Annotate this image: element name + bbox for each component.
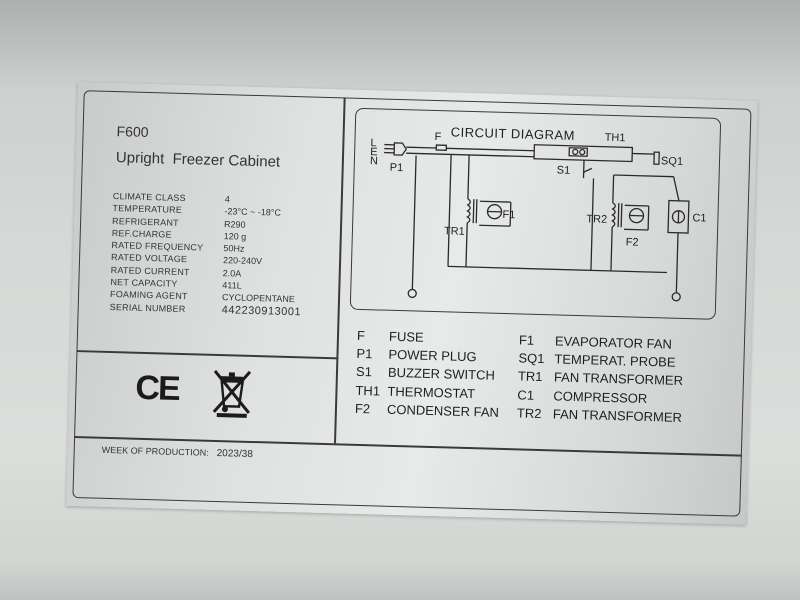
cabinet-surface <box>0 0 800 90</box>
legend-code: TR2 <box>516 405 542 422</box>
legend-name: BUZZER SWITCH <box>387 365 496 384</box>
legend-name: FUSE <box>388 328 424 345</box>
legend-code: C1 <box>517 387 535 403</box>
label-SQ1: SQ1 <box>661 155 683 168</box>
thermostat-symbol <box>533 144 634 163</box>
label-S1: S1 <box>557 164 571 176</box>
label-L: L <box>370 137 376 149</box>
label-F2: F2 <box>626 236 639 248</box>
spec-value: R290 <box>223 218 246 230</box>
weee-bin-icon <box>212 369 252 418</box>
label-P1: P1 <box>390 162 404 174</box>
fuse-symbol <box>435 144 448 151</box>
ground-terminal <box>407 288 417 299</box>
label-TR1: TR1 <box>444 225 465 238</box>
legend-name: CONDENSER FAN <box>386 402 500 421</box>
fan-transformer-1-symbol <box>466 198 471 224</box>
legend-name: COMPRESSOR <box>553 388 648 406</box>
legend-name: TEMPERAT. PROBE <box>554 351 676 370</box>
legend-code: F1 <box>518 332 535 348</box>
temperature-probe-symbol <box>653 151 660 165</box>
spec-value: 220-240V <box>222 255 263 267</box>
buzzer-switch-symbol <box>583 160 593 174</box>
legend-code: P1 <box>356 345 373 362</box>
ground-terminal <box>671 292 681 302</box>
cabinet-edge <box>0 560 800 600</box>
legend-code: TR1 <box>517 368 543 385</box>
production-label: WEEK OF PRODUCTION: <box>101 444 209 458</box>
spec-value: 2.0A <box>222 267 242 279</box>
legend-name: POWER PLUG <box>388 346 477 365</box>
power-plug-symbol <box>393 142 408 156</box>
spec-value: 120 g <box>223 231 247 242</box>
legend-name: THERMOSTAT <box>387 383 476 402</box>
legend-code: S1 <box>355 364 373 380</box>
legend-name: FAN TRANSFORMER <box>552 406 683 426</box>
rating-plate: F600 Upright Freezer Cabinet CLIMATE CLA… <box>66 82 758 525</box>
legend-name: FAN TRANSFORMER <box>553 369 684 389</box>
circuit-diagram: L E N P1 F TH1 S1 SQ1 TR1 F1 TR2 F2 C1 <box>370 131 707 302</box>
serial-number: 442230913001 <box>221 303 302 318</box>
legend-name: EVAPORATOR FAN <box>554 333 673 352</box>
label-TR2: TR2 <box>586 213 607 226</box>
label-N: N <box>370 155 378 167</box>
label-C1: C1 <box>692 212 706 224</box>
production-value: 2023/38 <box>216 448 253 461</box>
label-F: F <box>434 131 441 143</box>
fan-transformer-2-symbol <box>611 202 616 228</box>
spec-value: 4 <box>224 194 230 205</box>
model-number: F600 <box>116 123 149 140</box>
component-legend: F FUSE F1 EVAPORATOR FAN P1 POWER PLUG S… <box>355 326 685 427</box>
legend-code: F <box>356 327 366 343</box>
ce-mark: CE <box>134 368 180 408</box>
label-E: E <box>370 146 378 158</box>
legend-code: F2 <box>354 401 371 417</box>
label-TH1: TH1 <box>604 132 625 145</box>
spec-value: 50Hz <box>223 243 245 254</box>
label-F1: F1 <box>502 209 515 221</box>
legend-code: SQ1 <box>518 350 545 367</box>
legend-code: TH1 <box>355 382 381 399</box>
spec-value: 411L <box>222 280 242 291</box>
